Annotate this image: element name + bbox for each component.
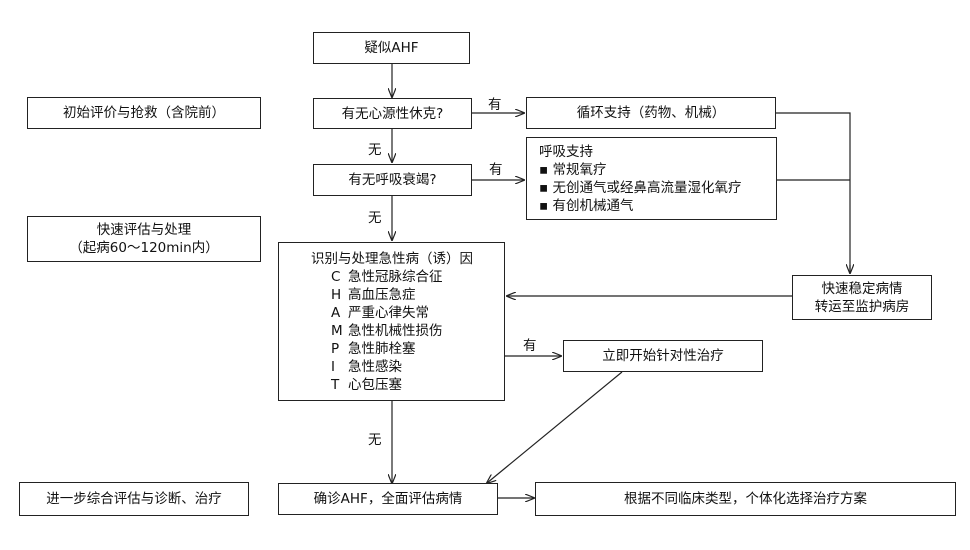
stage-further-eval: 进一步综合评估与诊断、治疗 [19, 482, 249, 516]
resp-item: ▪ 有创机械通气 [539, 198, 634, 214]
identify-causes-title: 识别与处理急性病（诱）因 [311, 251, 473, 267]
edge-label-shock-yes: 有 [488, 97, 502, 113]
stage-rapid-eval: 快速评估与处理 （起病60～120min内） [27, 216, 261, 262]
targeted-treatment-box: 立即开始针对性治疗 [563, 340, 763, 372]
stage-rapid-eval-line1: 快速评估与处理 [96, 222, 192, 238]
targeted-treatment-label: 立即开始针对性治疗 [602, 348, 724, 364]
stage-initial-eval-label: 初始评价与抢救（含院前） [63, 105, 225, 121]
individualized-plan-label: 根据不同临床类型，个体化选择治疗方案 [624, 491, 867, 507]
shock-question-box: 有无心源性休克? [313, 98, 472, 129]
stage-further-eval-label: 进一步综合评估与诊断、治疗 [46, 491, 222, 507]
stage-initial-eval: 初始评价与抢救（含院前） [27, 97, 261, 129]
resp-item: ▪ 无创通气或经鼻高流量湿化氧疗 [539, 180, 742, 196]
suspect-ahf-label: 疑似AHF [364, 40, 419, 56]
stabilize-line1: 快速稳定病情 [821, 280, 903, 297]
stage-rapid-eval-line2: （起病60～120min内） [69, 240, 219, 256]
respiratory-support-box: 呼吸支持 ▪ 常规氧疗 ▪ 无创通气或经鼻高流量湿化氧疗 ▪ 有创机械通气 [526, 137, 777, 220]
circulation-support-box: 循环支持（药物、机械） [526, 97, 776, 129]
circulation-support-label: 循环支持（药物、机械） [576, 105, 726, 121]
confirm-ahf-box: 确诊AHF，全面评估病情 [278, 483, 498, 515]
edge-label-resp-yes: 有 [489, 162, 503, 178]
line-circulation-to-stabilize [776, 112, 851, 273]
shock-question-label: 有无心源性休克? [341, 105, 444, 122]
stabilize-line2: 转运至监护病房 [814, 298, 910, 315]
resp-question-label: 有无呼吸衰竭? [348, 172, 437, 188]
resp-question-box: 有无呼吸衰竭? [313, 164, 472, 196]
edge-label-resp-no: 无 [368, 210, 382, 226]
stabilize-box: 快速稳定病情 转运至监护病房 [792, 275, 932, 320]
edge-label-shock-no: 无 [368, 142, 382, 158]
edge-label-identify-yes: 有 [523, 338, 537, 354]
suspect-ahf-box: 疑似AHF [313, 32, 470, 64]
arrow-targeted-to-confirm [487, 371, 623, 483]
individualized-plan-box: 根据不同临床类型，个体化选择治疗方案 [535, 482, 956, 516]
edge-label-identify-no: 无 [368, 432, 382, 448]
respiratory-support-title: 呼吸支持 [539, 144, 593, 160]
resp-item: ▪ 常规氧疗 [539, 162, 607, 178]
confirm-ahf-label: 确诊AHF，全面评估病情 [313, 491, 463, 507]
